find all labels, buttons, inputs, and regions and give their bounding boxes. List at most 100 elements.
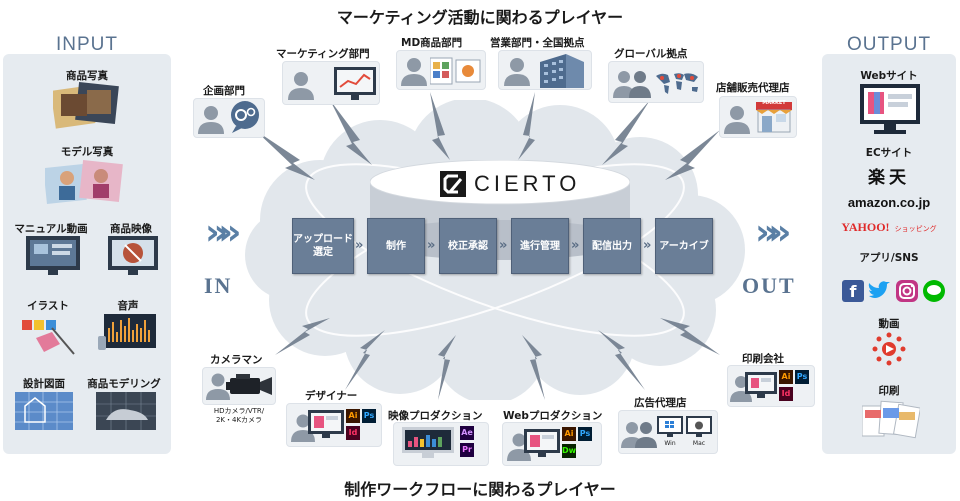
people-group-icon xyxy=(613,71,651,98)
step-upload-line1: アップロード xyxy=(293,234,353,245)
input-illustration-label: イラスト xyxy=(27,300,69,312)
input-audio-label: 音声 xyxy=(117,300,139,312)
in-label: IN xyxy=(204,273,233,298)
step-arrow-1: » xyxy=(355,238,364,253)
player-cameraman-label: カメラマン xyxy=(210,354,263,366)
yahoo-logo-sub: ショッピング xyxy=(894,225,937,233)
video-play-icon xyxy=(872,332,906,366)
player-planning-label: 企画部門 xyxy=(203,85,245,97)
step-upload[interactable]: アップロード 選定 xyxy=(292,218,354,274)
top-heading: マーケティング活動に関わるプレイヤー xyxy=(336,8,624,27)
player-printing-label: 印刷会社 xyxy=(742,353,784,365)
step-distribution[interactable]: 配信出力 xyxy=(583,218,641,274)
after-effects-icon: Ae xyxy=(460,426,474,440)
video-camera-icon xyxy=(226,374,272,395)
win-caption: Win xyxy=(664,440,676,447)
amazon-logo: amazon.co.jp xyxy=(847,195,931,210)
person-icon xyxy=(401,58,427,86)
step-arrow-3: » xyxy=(499,238,508,253)
input-product-photo-label: 商品写真 xyxy=(66,70,108,82)
gear-bubble-icon xyxy=(231,101,259,133)
printing-monitor-icon xyxy=(745,372,777,398)
in-chevron-icon: »» xyxy=(205,212,241,253)
step-production[interactable]: 制作 xyxy=(367,218,425,274)
cameraman-note-2: 2K・4Kカメラ xyxy=(215,416,263,424)
print-image xyxy=(862,400,920,439)
building-icon xyxy=(540,54,584,88)
photoshop-icon: Ps xyxy=(578,427,592,441)
cameraman-note-1: HDカメラ/VTR/ xyxy=(213,407,265,415)
input-title: INPUT xyxy=(56,34,118,55)
product-photo-image xyxy=(53,82,119,129)
step-arrow-2: » xyxy=(427,238,436,253)
input-product-modeling-label: 商品モデリング xyxy=(87,378,161,390)
player-designer-label: デザイナー xyxy=(305,390,358,402)
illustrator-icon: Ai xyxy=(346,409,360,423)
photoshop-icon: Ps xyxy=(362,409,376,423)
output-apps-sns-label: アプリ/SNS xyxy=(859,252,919,264)
windows-monitor-icon xyxy=(657,416,683,437)
photoshop-icon: Ps xyxy=(795,370,809,384)
facebook-icon: f xyxy=(842,280,864,302)
player-md-label: MD商品部門 xyxy=(401,37,463,49)
output-print-label: 印刷 xyxy=(878,385,900,397)
player-web-production-label: Webプロダクション xyxy=(503,410,603,422)
person-icon xyxy=(504,58,530,86)
output-ec-site-label: ECサイト xyxy=(865,147,913,159)
output-video-label: 動画 xyxy=(878,318,900,330)
person-icon xyxy=(198,106,224,134)
illustrator-icon: Ai xyxy=(562,427,576,441)
mac-caption: Mac xyxy=(692,440,706,447)
yahoo-logo: YAHOO! ショッピング xyxy=(822,216,956,235)
step-proofing[interactable]: 校正承認 xyxy=(439,218,497,274)
product-video-image xyxy=(108,236,158,275)
step-arrow-4: » xyxy=(571,238,580,253)
step-upload-label: アップロード 選定 xyxy=(293,233,353,259)
out-chevron-icon: »» xyxy=(755,212,791,253)
cierto-logo-glyph xyxy=(443,174,463,194)
step-archive[interactable]: アーカイブ xyxy=(655,218,713,274)
illustrator-icon: Ai xyxy=(779,370,793,384)
input-model-photo-label: モデル写真 xyxy=(60,146,114,158)
video-editor-monitor-icon xyxy=(402,427,454,458)
output-title: OUTPUT xyxy=(846,34,932,55)
dreamweaver-icon: Dw xyxy=(562,444,576,458)
input-product-video-label: 商品映像 xyxy=(110,223,152,235)
designer-monitor-icon xyxy=(308,410,344,438)
store-icon xyxy=(756,102,792,133)
output-website-label: Webサイト xyxy=(860,70,918,82)
step-progress[interactable]: 進行管理 xyxy=(511,218,569,274)
store-sign-text: MARKET xyxy=(762,100,786,106)
cierto-logo-text: CIERTO xyxy=(474,171,581,196)
audio-image xyxy=(98,314,156,350)
premiere-icon: Pr xyxy=(460,443,474,457)
people-group-icon xyxy=(621,422,657,448)
input-design-drawing-label: 設計図面 xyxy=(23,378,65,390)
product-modeling-image xyxy=(96,392,156,430)
website-monitor-image xyxy=(860,84,920,134)
world-map-icon xyxy=(656,73,698,94)
product-sheets-icon xyxy=(430,57,481,85)
player-marketing-label: マーケティング部門 xyxy=(276,48,370,60)
player-global-label: グローバル拠点 xyxy=(614,48,688,60)
player-agency-store-label: 店舗販売代理店 xyxy=(716,82,790,94)
mac-monitor-icon xyxy=(686,416,712,437)
design-drawing-image xyxy=(15,392,73,430)
yahoo-logo-main: YAHOO! xyxy=(841,220,890,234)
step-upload-line2: 選定 xyxy=(313,247,333,258)
step-arrow-5: » xyxy=(643,238,652,253)
instagram-icon xyxy=(896,280,918,302)
input-manual-video-label: マニュアル動画 xyxy=(14,223,88,235)
line-icon xyxy=(923,280,945,302)
person-icon xyxy=(724,106,750,134)
model-photo-image xyxy=(45,160,123,204)
player-sales-label: 営業部門・全国拠点 xyxy=(490,37,585,49)
person-icon xyxy=(288,72,314,100)
rakuten-logo: 楽天 xyxy=(868,168,910,188)
twitter-icon xyxy=(868,281,890,298)
bottom-heading: 制作ワークフローに関わるプレイヤー xyxy=(344,480,616,499)
illustration-image xyxy=(22,320,75,355)
indesign-icon: Id xyxy=(779,387,793,401)
web-monitor-icon xyxy=(524,429,560,457)
